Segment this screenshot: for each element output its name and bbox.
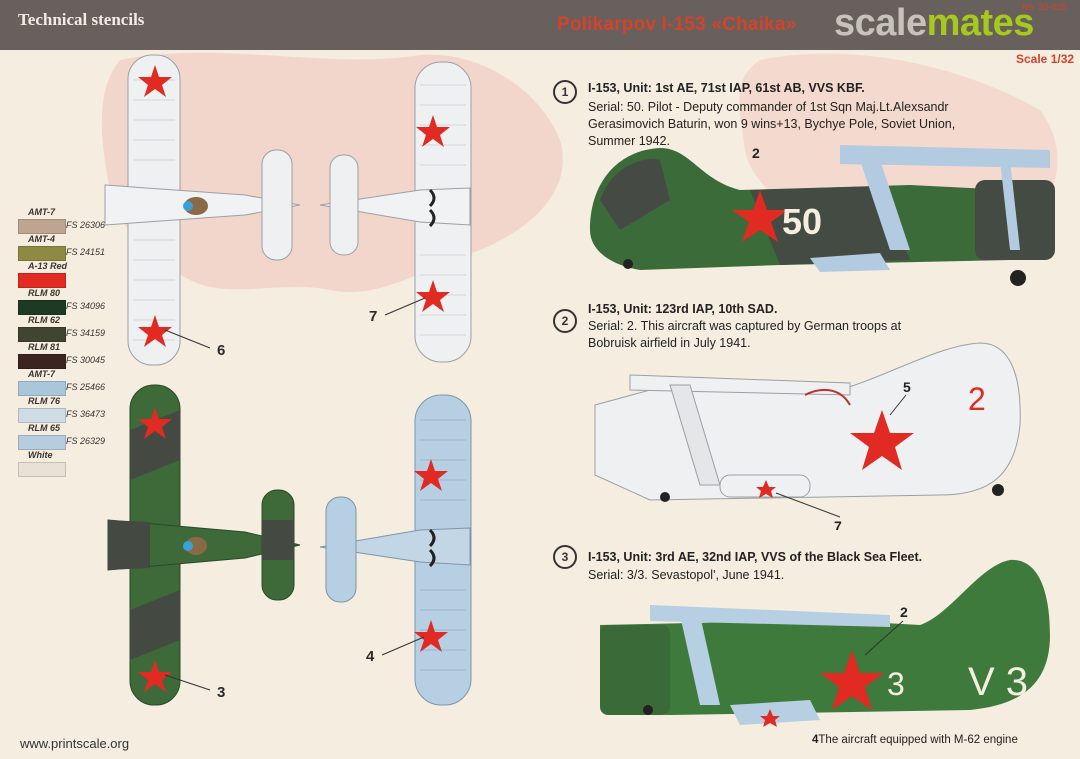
swatch-color bbox=[18, 273, 66, 288]
profile-1-fuselage-code: 50 bbox=[782, 201, 822, 242]
watermark-logo: scalemates bbox=[834, 2, 1034, 44]
profile-2-aircraft: 2 5 7 bbox=[594, 342, 1021, 530]
swatch-fs-code: FS 25466 bbox=[66, 382, 106, 392]
profile-3-number: 3 bbox=[553, 545, 577, 569]
swatch-color bbox=[18, 381, 66, 396]
plan-view-blue-bottom bbox=[319, 394, 472, 706]
profile-1-title: I-153, Unit: 1st AE, 71st IAP, 61st AB, … bbox=[588, 81, 865, 95]
profile-3-tail-code: V 3 bbox=[968, 660, 1028, 704]
profile-1-aircraft: 50 2 bbox=[590, 145, 1055, 286]
profile-2-desc-line2: Bobruisk airfield in July 1941. bbox=[588, 336, 751, 350]
swatch-color bbox=[18, 327, 66, 342]
callout-leaders bbox=[164, 297, 426, 691]
profile-2-fuselage-code: 2 bbox=[968, 381, 986, 417]
plan-view-white-top bbox=[104, 54, 301, 366]
swatch-color bbox=[18, 408, 66, 423]
plan-view-white-bottom bbox=[319, 61, 472, 363]
swatch-name: AMT-7 bbox=[28, 207, 55, 217]
profile-3-desc-line1: Serial: 3/3. Sevastopol', June 1941. bbox=[588, 568, 785, 582]
swatch-name: RLM 62 bbox=[28, 315, 61, 325]
callout-3: 3 bbox=[217, 684, 226, 701]
callout-7: 7 bbox=[369, 308, 378, 325]
section-title: Technical stencils bbox=[18, 10, 145, 29]
footer-note: 4The aircraft equipped with M-62 engine bbox=[812, 734, 1018, 746]
profile-2-number: 2 bbox=[553, 309, 577, 333]
red-star-markings bbox=[138, 65, 450, 692]
swatch-color bbox=[18, 354, 66, 369]
swatch-name: RLM 80 bbox=[28, 288, 61, 298]
swatch-fs-code: FS 24151 bbox=[66, 247, 106, 257]
swatch-name: AMT-4 bbox=[28, 234, 55, 244]
profile-1-desc-line3: Summer 1942. bbox=[588, 134, 670, 148]
plan-view-green-top bbox=[107, 384, 301, 706]
swatch-color bbox=[18, 246, 66, 261]
swatch-fs-code: FS 26329 bbox=[66, 436, 106, 446]
profile-2-stencil-ref-7: 7 bbox=[834, 518, 842, 530]
swatch-color bbox=[18, 462, 66, 477]
swatch-name: RLM 81 bbox=[28, 342, 61, 352]
swatch-color bbox=[18, 219, 66, 234]
swatch-name: A-13 Red bbox=[28, 261, 68, 271]
profile-1-desc-line2: Gerasimovich Baturin, won 9 wins+13, Byc… bbox=[588, 117, 956, 131]
profile-1-desc-line1: Serial: 50. Pilot - Deputy commander of … bbox=[588, 100, 949, 114]
profile-3-stencil-ref-2: 2 bbox=[900, 604, 908, 620]
profile-3-aircraft: 3 V 3 2 bbox=[600, 559, 1050, 727]
profile-2-stencil-ref-5: 5 bbox=[903, 379, 911, 395]
swatch-fs-code: FS 34159 bbox=[66, 328, 106, 338]
swatch-fs-code: FS 26306 bbox=[66, 220, 106, 230]
sheet-title: Polikarpov I-153 «Chaika» bbox=[557, 14, 797, 35]
swatch-fs-code: FS 30045 bbox=[66, 355, 106, 365]
swatch-fs-code: FS 34096 bbox=[66, 301, 106, 311]
swatch-fs-code: FS 36473 bbox=[66, 409, 106, 419]
catalog-number: No. 32-025 bbox=[1022, 2, 1067, 12]
profile-2-title: I-153, Unit: 123rd IAP, 10th SAD. bbox=[588, 302, 778, 316]
swatch-color bbox=[18, 300, 66, 315]
profile-1-number: 1 bbox=[553, 80, 577, 104]
swatch-name: RLM 65 bbox=[28, 423, 61, 433]
scale-label: Scale 1/32 bbox=[1016, 52, 1075, 66]
profile-3-fuselage-code: 3 bbox=[887, 666, 905, 702]
plan-views bbox=[104, 54, 472, 706]
header-bar bbox=[0, 0, 1080, 50]
swatch-name: White bbox=[28, 450, 53, 460]
profile-3-title: I-153, Unit: 3rd AE, 32nd IAP, VVS of th… bbox=[588, 550, 923, 564]
profile-2-desc-line1: Serial: 2. This aircraft was captured by… bbox=[588, 319, 902, 333]
website-link[interactable]: www.printscale.org bbox=[20, 736, 130, 751]
swatch-name: RLM 76 bbox=[28, 396, 61, 406]
profile-1-stencil-ref: 2 bbox=[752, 145, 760, 161]
swatch-color bbox=[18, 435, 66, 450]
swatch-name: AMT-7 bbox=[28, 369, 55, 379]
callout-4: 4 bbox=[366, 648, 375, 665]
callout-6: 6 bbox=[217, 342, 226, 359]
